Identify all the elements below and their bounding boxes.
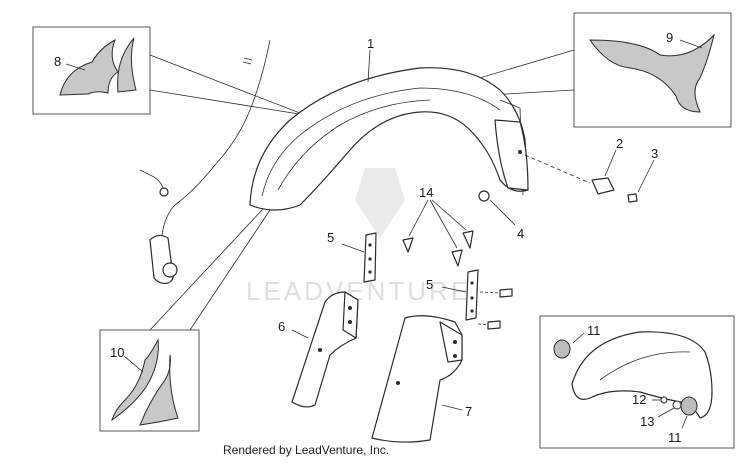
screws-14: 14: [402, 185, 474, 267]
decal-10-b: [139, 354, 179, 426]
callout-14: 14: [419, 185, 433, 200]
assembly-fender: [571, 331, 713, 419]
callout-10: 10: [110, 345, 124, 360]
fork-guard-7: 7: [371, 315, 472, 443]
decal-9: [589, 33, 715, 113]
callout-12: 12: [632, 392, 646, 407]
callout-2: 2: [616, 136, 623, 151]
inset-box-8: 8: [32, 26, 151, 115]
inset-box-9: 9: [573, 12, 732, 128]
washer-4: 4: [478, 190, 524, 241]
credit-text: Rendered by LeadVenture, Inc.: [223, 443, 389, 457]
leadventure-watermark: LEADVENTURE: [246, 168, 471, 306]
bolt-3: [627, 193, 638, 203]
callout-11-front: 11: [587, 323, 601, 338]
callout-3: 3: [651, 146, 658, 161]
callout-1: 1: [367, 36, 374, 51]
callout-13: 13: [640, 414, 654, 429]
speedometer-cable: [139, 39, 271, 285]
callout-7: 7: [465, 404, 472, 419]
callout-11-rear: 11: [668, 430, 682, 445]
callout-4: 4: [517, 226, 524, 241]
bracket-2-bolt-3: 2 3: [524, 136, 658, 203]
plate-5-right: 5: [426, 269, 513, 330]
bracket-2: [591, 177, 615, 195]
callout-8: 8: [54, 54, 61, 69]
decal-8: [59, 38, 119, 96]
inset-box-assembly: 11 12 13 11: [539, 315, 735, 449]
callout-9: 9: [666, 30, 673, 45]
plate-5-left: 5: [327, 230, 377, 283]
decal-10: [111, 338, 159, 422]
washer-13: [672, 400, 682, 410]
reflector-11-rear: [680, 396, 698, 416]
front-fender-1: 1: [249, 36, 529, 211]
callout-5-right: 5: [426, 277, 433, 292]
decal-8-tip: [117, 37, 137, 93]
watermark-text: LEADVENTURE: [246, 276, 471, 306]
reflector-11-front: [553, 339, 571, 359]
screw-12: [660, 396, 668, 404]
callout-6: 6: [278, 319, 285, 334]
fender-rear-panel: [494, 119, 529, 191]
fork-guard-6: 6: [278, 291, 359, 408]
callout-5-left: 5: [327, 230, 334, 245]
inset-box-10: 10: [99, 329, 200, 432]
